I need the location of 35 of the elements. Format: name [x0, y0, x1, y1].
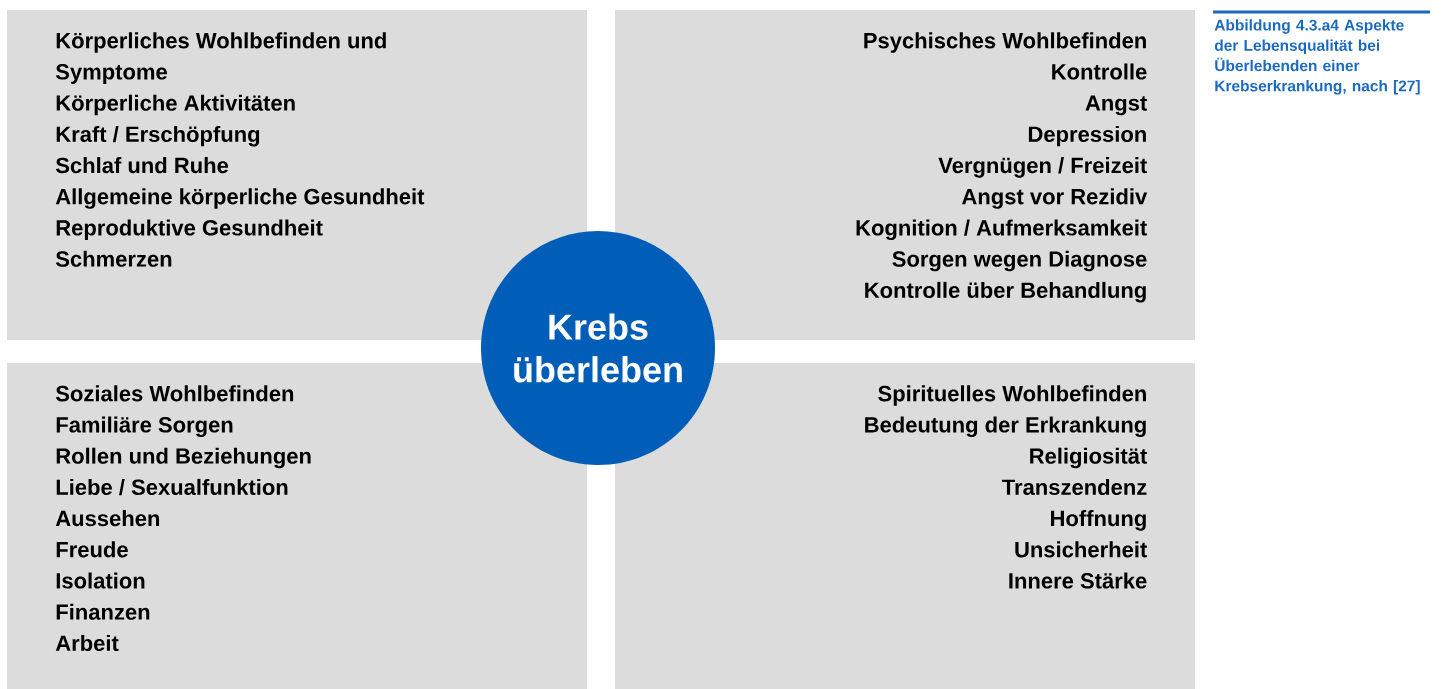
item-text: Arbeit	[55, 634, 119, 651]
item-text: Vergnügen / Freizeit	[938, 157, 1147, 178]
item-text: Hoffnung	[1051, 510, 1146, 531]
item-text: Schmerzen	[55, 250, 172, 267]
circle-label: Krebs überleben	[514, 313, 682, 383]
item-text: Innere Stärke	[1009, 572, 1147, 589]
item-text: Rollen und Beziehungen	[56, 447, 311, 469]
item-text: Unsicherheit	[1015, 541, 1147, 558]
item-text: Aussehen	[55, 510, 160, 527]
item-text: Bedeutung der Erkrankung	[865, 416, 1146, 438]
item-text: Kontrolle	[1052, 63, 1147, 80]
item-text: Kraft / Erschöpfung	[56, 125, 260, 147]
center-circle	[481, 231, 715, 465]
item-text: Reproduktive Gesundheit	[56, 219, 323, 240]
caption: Abbildung 4.3.a4 Aspekte der Lebensqualität bei Überlebenden einer Krebserkrankung, nach [27]	[1214, 19, 1420, 95]
item-text: Isolation	[56, 572, 145, 589]
item-text: Schlaf und Ruhe	[55, 157, 229, 174]
heading: Körperliches Wohlbefinden und Symptome	[55, 32, 386, 84]
item-text: Familiäre Sorgen	[56, 416, 233, 438]
heading: Soziales Wohlbefinden	[55, 385, 294, 402]
heading: Spirituelles Wohlbefinden	[878, 385, 1146, 406]
heading: Psychisches Wohlbefinden	[864, 32, 1146, 53]
item-text: Angst	[1085, 95, 1147, 116]
item-text: Finanzen	[56, 603, 150, 620]
item-text: Depression	[1028, 125, 1146, 147]
item-text: Kognition / Aufmerksamkeit	[856, 219, 1147, 241]
item-text: Religiosität	[1030, 447, 1147, 469]
item-text: Angst vor Rezidiv	[962, 188, 1148, 209]
item-text: Sorgen wegen Diagnose	[892, 250, 1147, 272]
item-text: Allgemeine körperliche Gesundheit	[55, 188, 425, 209]
item-text: Kontrolle über Behandlung	[865, 281, 1146, 303]
item-text: Liebe / Sexualfunktion	[56, 478, 288, 496]
item-text: Freude	[56, 541, 128, 558]
item-text: Körperliche Aktivitäten	[56, 94, 295, 116]
item-text: Transzendenz	[1002, 478, 1147, 495]
